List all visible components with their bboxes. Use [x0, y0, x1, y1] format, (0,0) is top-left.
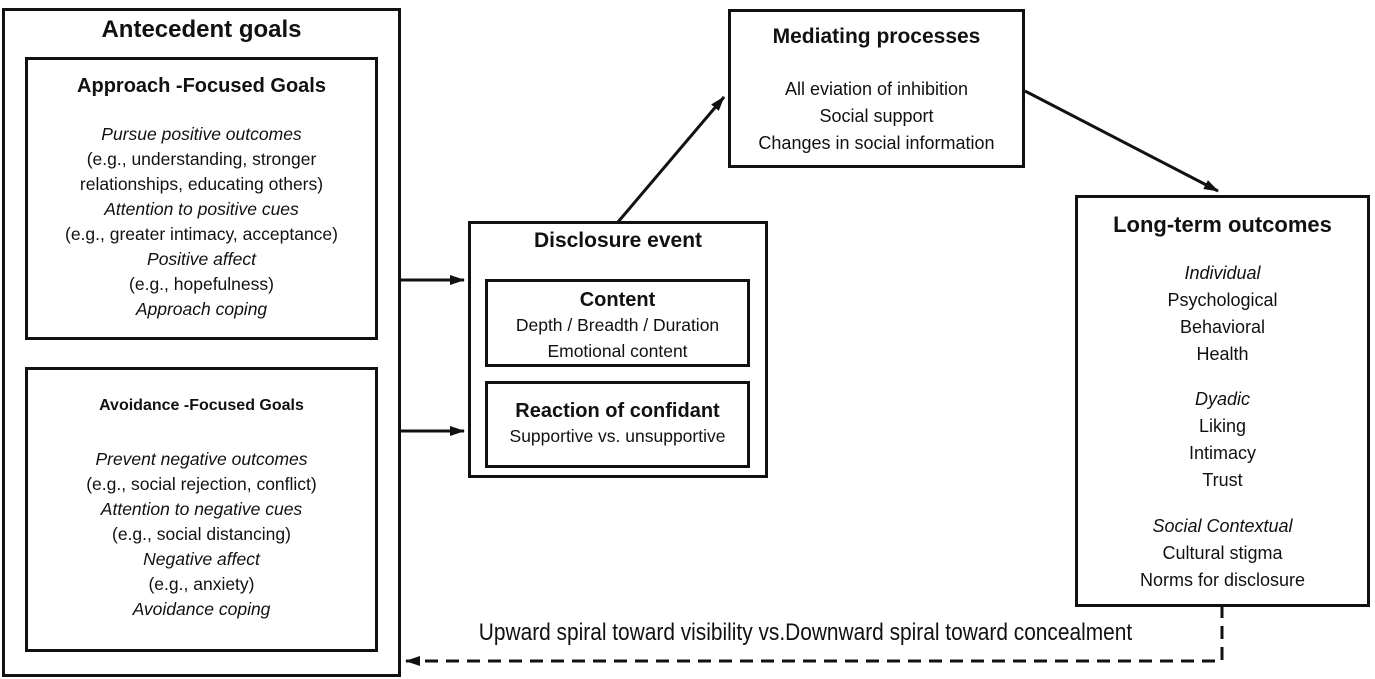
- approach-goals-heading: Approach -Focused Goals: [77, 75, 326, 97]
- long-term-outcomes-box: Long-term outcomes Individual Psychologi…: [1075, 195, 1370, 607]
- spiral-caption-text: Upward spiral toward visibility vs.Downw…: [478, 619, 1132, 646]
- outcome-line: Health: [1196, 344, 1249, 364]
- reaction-line: Supportive vs. unsupportive: [509, 426, 726, 446]
- content-line: Emotional content: [547, 341, 688, 361]
- outcomes-group-heading: Dyadic: [1194, 389, 1251, 409]
- outcome-line: Trust: [1202, 470, 1243, 490]
- approach-goal-line: Pursue positive outcomes: [101, 124, 302, 144]
- outcomes-group-individual: Individual Psychological Behavioral Heal…: [1078, 260, 1367, 368]
- reaction-heading: Reaction of confidant: [515, 400, 720, 422]
- arrow-mediating-to-outcomes: [1024, 89, 1219, 193]
- outcome-line: Behavioral: [1179, 317, 1266, 337]
- mediating-processes-title: Mediating processes: [772, 25, 981, 48]
- outcomes-group-heading: Social Contextual: [1152, 516, 1293, 536]
- avoidance-goal-line: Prevent negative outcomes: [95, 449, 308, 469]
- avoidance-goal-line: (e.g., social distancing): [112, 524, 291, 544]
- content-line: Depth / Breadth / Duration: [515, 315, 720, 335]
- approach-goal-line: Attention to positive cues: [104, 199, 299, 219]
- long-term-outcomes-title: Long-term outcomes: [1113, 212, 1332, 237]
- outcome-line: Norms for disclosure: [1139, 570, 1306, 590]
- disclosure-event-box: Disclosure event Content Depth / Breadth…: [468, 221, 768, 478]
- approach-goal-line: Positive affect: [147, 249, 256, 269]
- outcome-line: Intimacy: [1188, 443, 1257, 463]
- avoidance-focused-goals-box: Avoidance -Focused Goals Prevent negativ…: [25, 367, 378, 652]
- outcomes-group-dyadic: Dyadic Liking Intimacy Trust: [1078, 386, 1367, 494]
- avoidance-goal-line: Avoidance coping: [132, 599, 271, 619]
- approach-focused-goals-box: Approach -Focused Goals Pursue positive …: [25, 57, 378, 340]
- outcomes-group-heading: Individual: [1184, 263, 1261, 283]
- mediating-line: Social support: [819, 106, 934, 126]
- avoidance-goal-line: Attention to negative cues: [100, 499, 303, 519]
- outcome-line: Psychological: [1167, 290, 1278, 310]
- mediating-line: Changes in social information: [758, 133, 995, 153]
- spiral-caption: Upward spiral toward visibility vs.Downw…: [400, 618, 1210, 648]
- outcome-line: Liking: [1198, 416, 1247, 436]
- mediating-line: All eviation of inhibition: [784, 79, 969, 99]
- reaction-of-confidant-box: Reaction of confidant Supportive vs. uns…: [485, 381, 750, 468]
- avoidance-goal-line: Negative affect: [143, 549, 260, 569]
- avoidance-goal-line: (e.g., anxiety): [148, 574, 255, 594]
- outcome-line: Cultural stigma: [1162, 543, 1283, 563]
- arrow-disclosure-to-mediating: [616, 96, 726, 223]
- avoidance-goals-heading: Avoidance -Focused Goals: [99, 397, 304, 414]
- avoidance-goal-line: (e.g., social rejection, conflict): [86, 474, 317, 494]
- approach-goal-line: (e.g., greater intimacy, acceptance): [65, 224, 338, 244]
- approach-goal-line: (e.g., understanding, stronger: [86, 149, 317, 169]
- antecedent-goals-title: Antecedent goals: [101, 16, 302, 43]
- disclosure-event-title: Disclosure event: [533, 229, 703, 252]
- content-box: Content Depth / Breadth / Duration Emoti…: [485, 279, 750, 367]
- content-heading: Content: [579, 289, 656, 311]
- outcomes-group-social-contextual: Social Contextual Cultural stigma Norms …: [1078, 513, 1367, 594]
- approach-goals-lines: Pursue positive outcomes (e.g., understa…: [28, 122, 375, 322]
- avoidance-goals-lines: Prevent negative outcomes (e.g., social …: [28, 447, 375, 622]
- mediating-processes-lines: All eviation of inhibition Social suppor…: [731, 76, 1022, 157]
- approach-goal-line: (e.g., hopefulness): [129, 274, 274, 294]
- approach-goal-line: relationships, educating others): [79, 174, 324, 194]
- antecedent-goals-box: Antecedent goals Approach -Focused Goals…: [2, 8, 401, 677]
- mediating-processes-box: Mediating processes All eviation of inhi…: [728, 9, 1025, 168]
- approach-goal-line: Approach coping: [135, 299, 268, 319]
